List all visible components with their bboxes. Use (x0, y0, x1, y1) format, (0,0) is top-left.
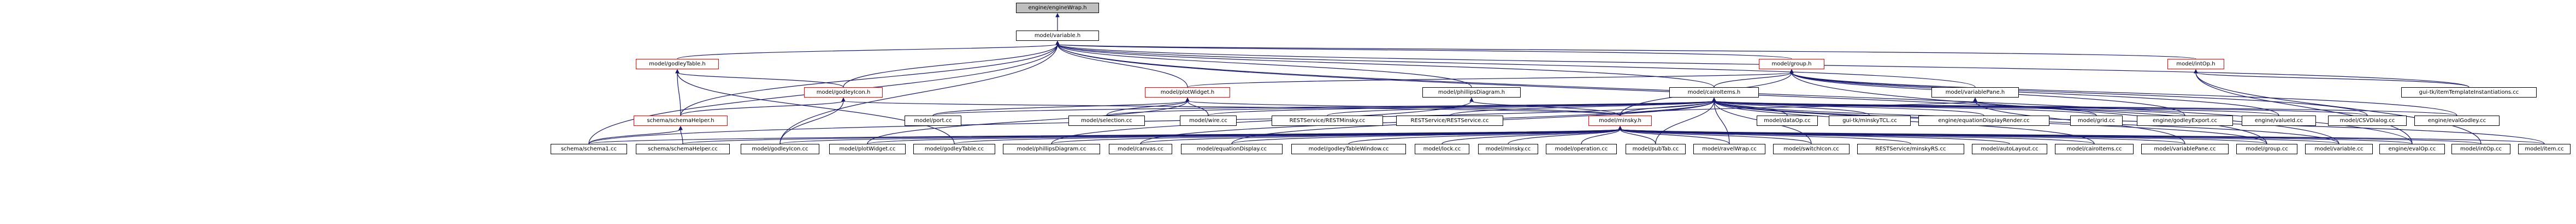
node-selection-cc[interactable]: model/selection.cc (1068, 116, 1145, 126)
node-minsky-cc[interactable]: model/minsky.cc (1478, 144, 1538, 154)
node-item-cc[interactable]: model/item.cc (2518, 144, 2571, 154)
node-variable-cc[interactable]: model/variable.cc (2305, 144, 2373, 154)
node-dataOp-cc[interactable]: model/dataOp.cc (1757, 116, 1818, 126)
node-variable-h[interactable]: model/variable.h (1016, 31, 1099, 41)
node-group-cc[interactable]: model/group.cc (2236, 144, 2297, 154)
node-ravelWrap-cc[interactable]: model/ravelWrap.cc (1693, 144, 1765, 154)
node-pubTab-cc[interactable]: model/pubTab.cc (1626, 144, 1686, 154)
node-variablePane-h[interactable]: model/variablePane.h (1931, 87, 2019, 98)
node-plotWidget-cc[interactable]: model/plotWidget.cc (829, 144, 906, 154)
edge-minsky_h-to-item_cc (1618, 125, 2545, 144)
edge-root-to-variable_h (1055, 13, 1060, 31)
node-lock-cc[interactable]: model/lock.cc (1415, 144, 1469, 154)
node-tclTemplates[interactable]: gui-tk/itemTemplateInstantiations.cc (2401, 87, 2537, 98)
node-variablePane-cc[interactable]: model/variablePane.cc (2141, 144, 2229, 154)
node-autoLayout-cc[interactable]: model/autoLayout.cc (1972, 144, 2047, 154)
node-schema1-cc[interactable]: schema/schema1.cc (551, 144, 627, 154)
edge-schemaHelper_h-to-schemaHelper_cc (678, 125, 683, 144)
node-phillipsDiagram-h[interactable]: model/phillipsDiagram.h (1422, 87, 1521, 98)
node-port-cc[interactable]: model/port.cc (905, 116, 961, 126)
node-restMinsky-cc[interactable]: RESTService/RESTMinsky.cc (1272, 116, 1383, 126)
node-schemaHelper-h[interactable]: schema/schemaHelper.h (634, 116, 728, 126)
node-minskyTCL-cc[interactable]: gui-tk/minskyTCL.cc (1829, 116, 1911, 126)
node-godleyIcon-h[interactable]: model/godleyIcon.h (804, 87, 883, 98)
node-canvas-cc[interactable]: model/canvas.cc (1109, 144, 1172, 154)
node-schemaHelper-cc[interactable]: schema/schemaHelper.cc (636, 144, 730, 154)
node-intOp-h[interactable]: model/intOp.h (2167, 59, 2224, 69)
node-godleyTable-h[interactable]: model/godleyTable.h (636, 59, 719, 69)
node-equationDisplay-cc[interactable]: model/equationDisplay.cc (1181, 144, 1283, 154)
node-eqRender-cc[interactable]: engine/equationDisplayRender.cc (1918, 116, 2049, 126)
node-evalGodley-cc[interactable]: engine/evalGodley.cc (2414, 116, 2500, 126)
node-switchIcon-cc[interactable]: model/switchIcon.cc (1773, 144, 1850, 154)
node-restMinskyRS-cc[interactable]: RESTService/minskyRS.cc (1857, 144, 1964, 154)
node-intOp-cc[interactable]: model/intOp.cc (2451, 144, 2510, 154)
edge-variable_h-to-godleyIcon_cc (779, 40, 1060, 144)
node-godleyIcon-cc[interactable]: model/godleyIcon.cc (741, 144, 819, 154)
node-root: engine/engineWrap.h (1016, 3, 1099, 13)
node-valueId-cc[interactable]: engine/valueId.cc (2242, 116, 2316, 126)
edge-intOp_h-to-evalOp_cc (2194, 69, 2413, 144)
node-plotWidget-h[interactable]: model/plotWidget.h (1145, 87, 1230, 98)
node-group-h[interactable]: model/group.h (1759, 59, 1824, 69)
node-evalOp-cc[interactable]: engine/evalOp.cc (2379, 144, 2445, 154)
node-phillipsDiagram-cc[interactable]: model/phillipsDiagram.cc (1003, 144, 1100, 154)
node-restService-cc[interactable]: RESTService/RESTService.cc (1396, 116, 1503, 126)
node-cairoItems-cc[interactable]: model/cairoItems.cc (2055, 144, 2134, 154)
node-grid-cc[interactable]: model/grid.cc (2070, 116, 2123, 126)
edge-godleyTable_h-to-godleyTable_cc (675, 69, 955, 144)
edge-variablePane_h-to-minsky_h (1620, 97, 1977, 116)
node-wire-cc[interactable]: model/wire.cc (1180, 116, 1237, 126)
node-godleyTable-cc[interactable]: model/godleyTable.cc (913, 144, 995, 154)
node-minsky-h[interactable]: model/minsky.h (1588, 116, 1652, 126)
node-operation-cc[interactable]: model/operation.cc (1546, 144, 1617, 154)
node-csvDialog-cc[interactable]: model/CSVDialog.cc (2328, 116, 2407, 126)
edge-godleyIcon_h-to-minsky_h (841, 97, 1621, 116)
node-godleyExport-cc[interactable]: engine/godleyExport.cc (2137, 116, 2233, 126)
node-godleyTableWindow-cc[interactable]: model/godleyTableWindow.cc (1291, 144, 1406, 154)
node-cairoItems-h[interactable]: model/cairoItems.h (1669, 87, 1759, 98)
